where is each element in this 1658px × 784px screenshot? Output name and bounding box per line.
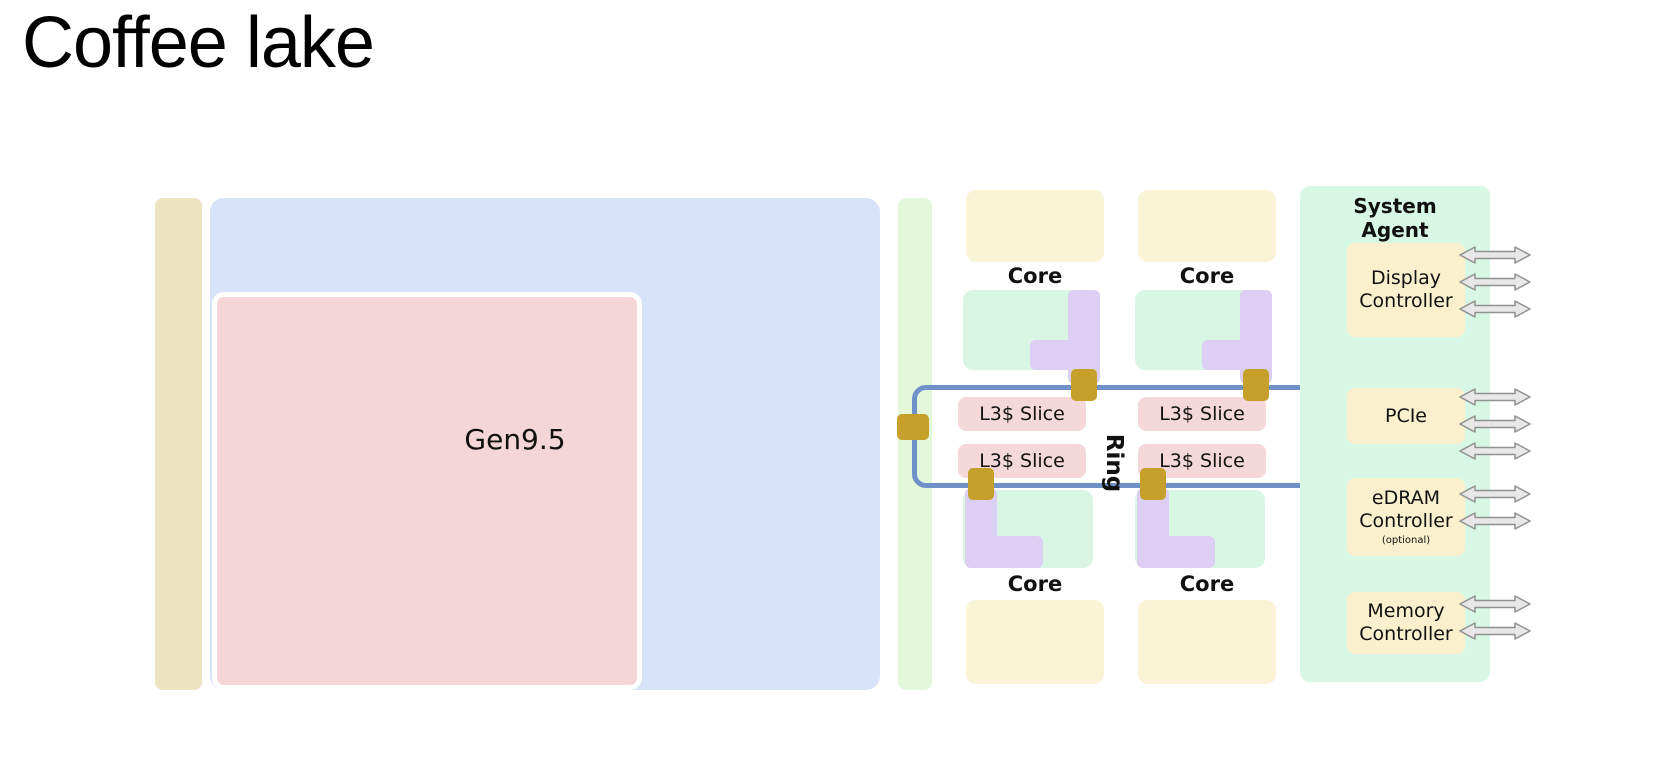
bidirectional-arrow-icon [1459,442,1531,460]
display-controller-arrows [1458,245,1532,319]
slide-title: Coffee lake [22,3,375,83]
core-0-label: Core [1007,264,1063,288]
core-3-body [1138,600,1276,684]
bidirectional-arrow-icon [1459,485,1531,503]
core-3-label: Core [1179,572,1235,596]
edram-controller-block: eDRAM Controller (optional) [1347,478,1465,556]
edram-optional-label: (optional) [1381,534,1431,546]
bidirectional-arrow-icon [1459,273,1531,291]
gpu-label: Gen9.5 [464,422,566,456]
bidirectional-arrow-icon [1459,388,1531,406]
l3-slice-1: L3$ Slice [1138,397,1266,431]
bidirectional-arrow-icon [1459,512,1531,530]
ring-stop-top-1 [1243,369,1269,401]
core-1-body [1138,190,1276,262]
core-2-body [966,600,1104,684]
pcie-arrows [1458,387,1532,461]
pcie-label: PCIe [1384,404,1428,427]
system-agent-label: System Agent [1353,194,1437,242]
bidirectional-arrow-icon [1459,622,1531,640]
bidirectional-arrow-icon [1459,595,1531,613]
display-controller-block: Display Controller [1347,243,1465,337]
ring-stop-bottom-1 [1140,468,1166,500]
core-2-label: Core [1007,572,1063,596]
bidirectional-arrow-icon [1459,246,1531,264]
ring-stop-bottom-0 [968,468,994,500]
edram-controller-label: eDRAM Controller [1359,487,1453,532]
gpu-block: Gen9.5 [212,292,642,690]
memory-controller-block: Memory Controller [1347,592,1465,654]
core-1-ring-arm [1240,290,1272,384]
beige-vertical-bar [155,198,202,690]
core-2-ring-arm-foot [965,536,1043,568]
display-controller-label: Display Controller [1359,267,1453,312]
memory-controller-arrows [1458,594,1532,641]
memory-controller-label: Memory Controller [1359,600,1453,645]
core-1-label: Core [1179,264,1235,288]
core-0-body [966,190,1104,262]
ring-stop-left [897,414,929,440]
ring-stop-top-0 [1071,369,1097,401]
ring-label: Ring [1101,433,1127,493]
l3-slice-0: L3$ Slice [958,397,1086,431]
core-3-ring-arm-foot [1137,536,1215,568]
core-0-ring-arm [1068,290,1100,384]
edram-controller-arrows [1458,484,1532,531]
bidirectional-arrow-icon [1459,415,1531,433]
bidirectional-arrow-icon [1459,300,1531,318]
pcie-block: PCIe [1347,388,1465,444]
